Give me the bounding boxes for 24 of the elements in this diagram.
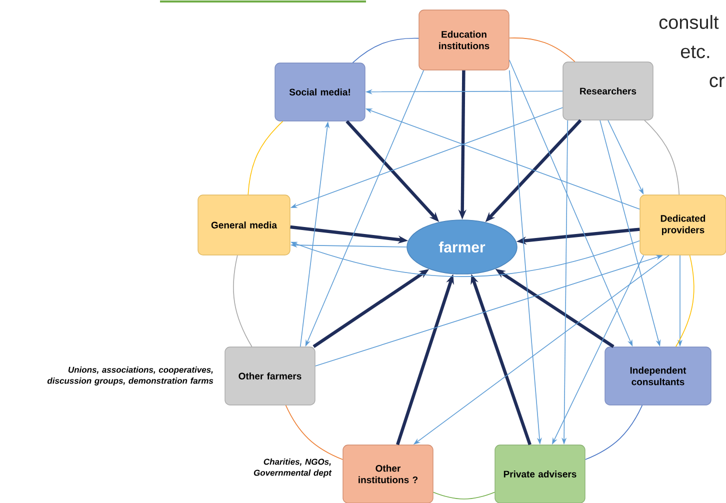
ring-line: [432, 492, 496, 500]
source-box: Social media!: [274, 62, 366, 122]
ring-line: [584, 404, 643, 460]
ring-line: [676, 254, 694, 348]
ring-line: [285, 404, 344, 460]
source-box: Other institutions ?: [342, 444, 434, 503]
ring-line: [508, 38, 576, 62]
side-text: cr: [710, 76, 724, 88]
source-box: Education institutions: [418, 10, 510, 70]
side-text: etc.: [680, 46, 710, 58]
side-note: Unions, associations, cooperatives, discussion groups, demonstration farms: [47, 366, 214, 386]
side-note: Charities, NGOs, Governmental dept: [254, 458, 332, 478]
ring-line: [352, 38, 420, 64]
source-box: Independent consultants: [604, 346, 712, 406]
source-box: Private advisers: [494, 444, 586, 503]
ring-line: [644, 120, 680, 196]
source-box: Other farmers: [224, 346, 316, 406]
source-box: General media: [198, 194, 290, 256]
ring-line: [233, 254, 252, 348]
source-box: Dedicated providers: [640, 194, 726, 256]
ring-line: [248, 120, 284, 196]
ellipse-node: farmer: [406, 220, 518, 274]
side-text: consult: [659, 15, 719, 29]
source-box: Researchers: [562, 62, 654, 120]
